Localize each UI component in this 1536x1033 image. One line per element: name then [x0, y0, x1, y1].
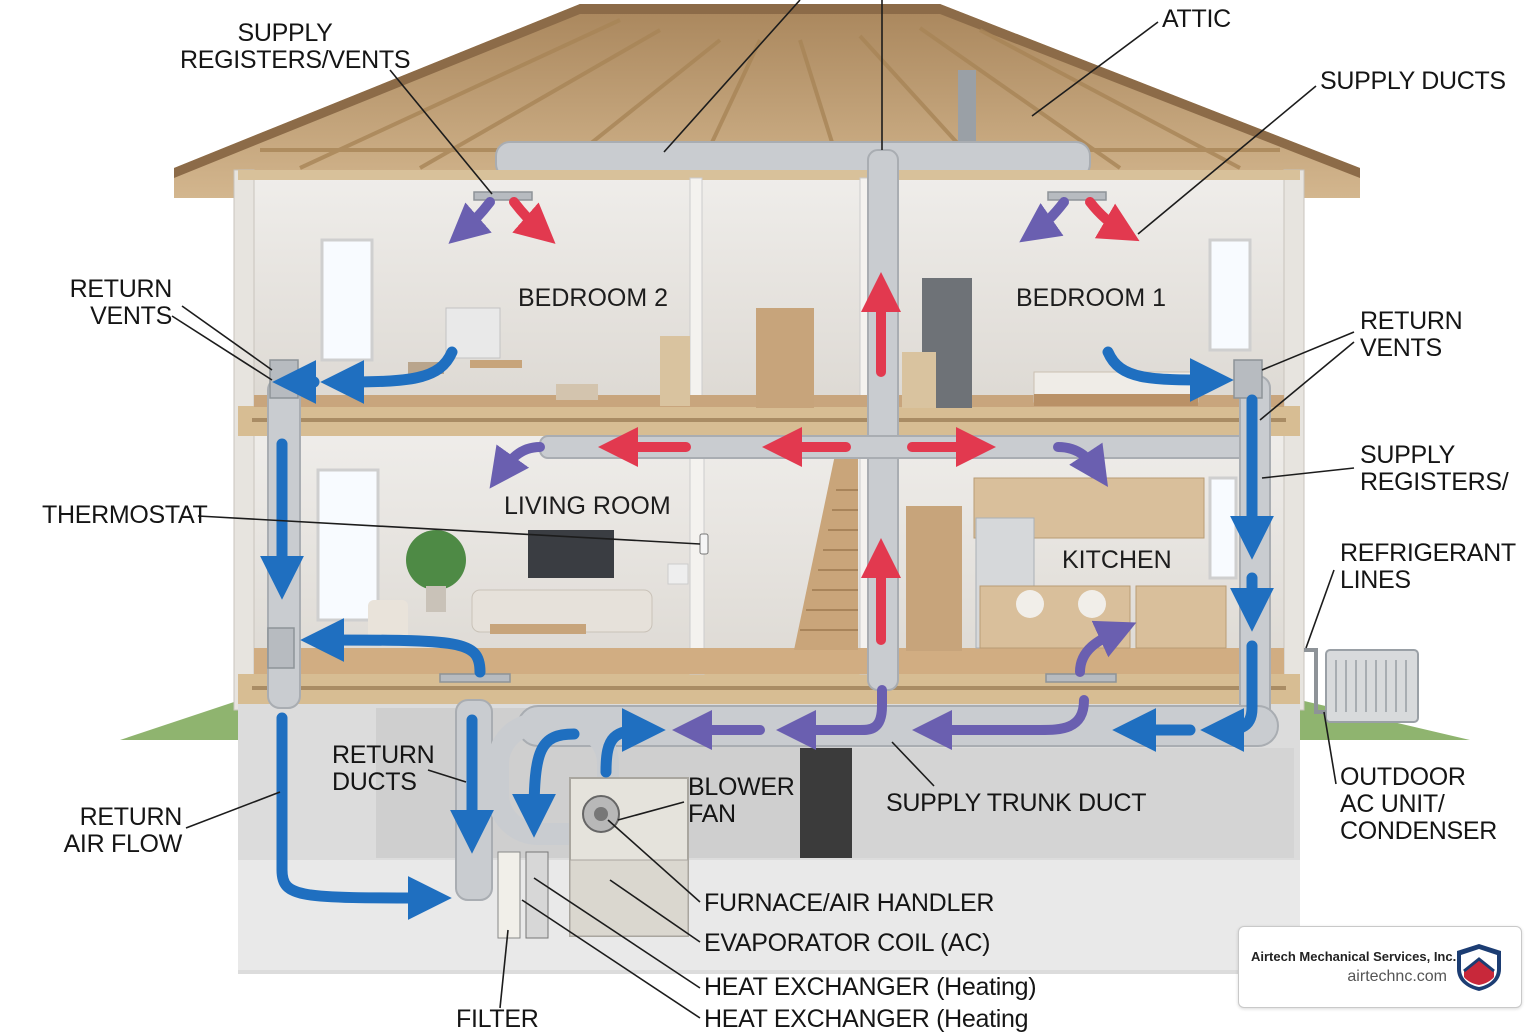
room-bedroom-1: BEDROOM 1 — [1016, 284, 1167, 312]
label-supply-registers-vents: SUPPLY REGISTERS/VENTS — [180, 19, 411, 74]
label-heat-exchanger-cutoff: HEAT EXCHANGER (Heating — [704, 1005, 1029, 1033]
label-return-ducts: RETURN DUCTS — [332, 741, 435, 796]
label-blower-fan: BLOWER FAN — [688, 773, 795, 828]
shield-house-logo-icon — [1457, 944, 1501, 991]
label-return-vents-left: RETURN VENTS — [69, 275, 173, 330]
return-air-arrows — [260, 346, 1274, 920]
label-evaporator-coil: EVAPORATOR COIL (AC) — [704, 929, 991, 957]
label-supply-trunk-duct: SUPPLY TRUNK DUCT — [886, 789, 1147, 817]
room-bedroom-2: BEDROOM 2 — [518, 284, 669, 312]
label-supply-registers-right: SUPPLY REGISTERS/ — [1360, 441, 1509, 496]
label-furnace-air-handler: FURNACE/AIR HANDLER — [704, 889, 995, 917]
label-refrigerant-lines: REFRIGERANT LINES — [1340, 539, 1516, 594]
label-attic: ATTIC — [1162, 5, 1231, 33]
exterior-wall-right — [1283, 169, 1305, 711]
exterior-wall-left — [233, 169, 255, 711]
label-filter: FILTER — [456, 1005, 539, 1033]
evaporator-coil-panel — [525, 851, 549, 939]
staircase — [794, 450, 858, 650]
return-vent-grille-right — [1233, 359, 1263, 399]
floor-register-living — [439, 673, 511, 683]
kitchen-cabinets — [973, 477, 1227, 649]
supply-register-bedroom2 — [473, 191, 533, 201]
label-heat-exchanger: HEAT EXCHANGER (Heating) — [704, 973, 1037, 1001]
supply-register-bedroom1 — [1047, 191, 1107, 201]
label-outdoor-ac-unit: OUTDOOR AC UNIT/ CONDENSER — [1340, 763, 1498, 845]
supply-air-arrows — [448, 197, 1140, 750]
return-grille-living — [267, 627, 295, 669]
room-kitchen: KITCHEN — [1062, 546, 1172, 574]
filter-panel — [497, 851, 521, 939]
leader-lines — [171, 0, 1355, 1019]
label-thermostat: THERMOSTAT — [42, 501, 208, 529]
label-return-vents-right: RETURN VENTS — [1360, 307, 1463, 362]
label-return-air-flow: RETURN AIR FLOW — [63, 803, 183, 858]
furnace-air-handler — [497, 777, 689, 939]
living-room-furniture — [368, 530, 689, 640]
company-name: Airtech Mechanical Services, Inc. — [1251, 949, 1457, 964]
company-url[interactable]: airtechnc.com — [1347, 968, 1447, 985]
branding-card[interactable]: Airtech Mechanical Services, Inc. airtec… — [1238, 926, 1522, 1008]
room-living-room: LIVING ROOM — [504, 492, 671, 520]
outdoor-condenser — [1304, 648, 1419, 723]
duct-network — [267, 149, 1279, 901]
thermostat-device — [699, 533, 709, 555]
label-supply-ducts: SUPPLY DUCTS — [1320, 67, 1506, 95]
